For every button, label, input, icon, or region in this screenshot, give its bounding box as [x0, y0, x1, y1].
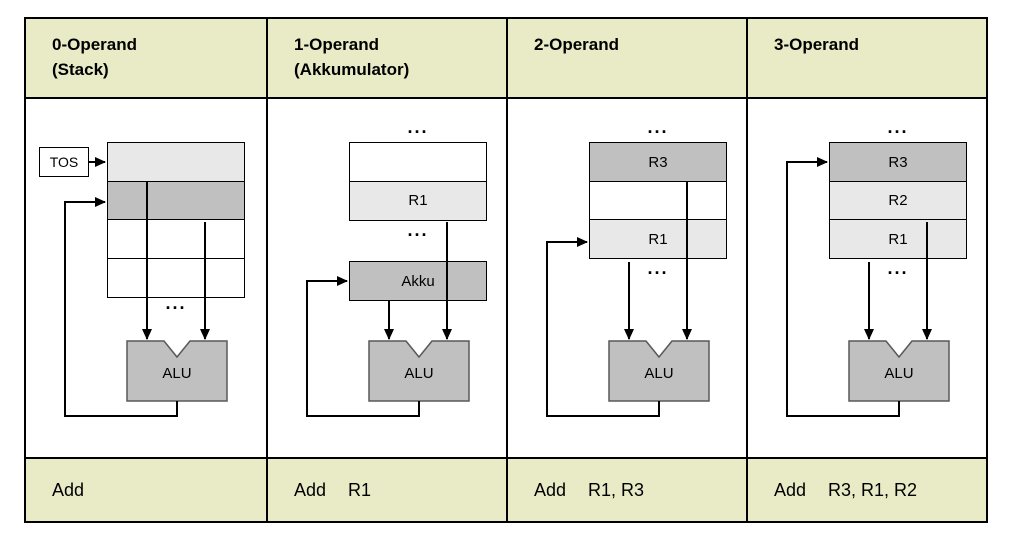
header-0-operand: 0-Operand (Stack) [26, 19, 266, 97]
register-row-r1: R1 [829, 219, 967, 259]
header-line1: 1-Operand [294, 35, 380, 54]
tos-label: TOS [49, 154, 79, 170]
register-row-r3: R3 [829, 142, 967, 182]
register-row-r2: R2 [829, 180, 967, 221]
ellipsis: ... [647, 258, 669, 278]
header-line1: 3-Operand [774, 35, 860, 54]
ellipsis: ... [887, 258, 909, 278]
register-label: R2 [888, 192, 908, 209]
ellipsis: ... [647, 117, 669, 137]
instruction-mnemonic: Add [534, 479, 567, 500]
stack-row [107, 219, 245, 259]
tos-box: TOS [39, 147, 89, 177]
diagram-0-operand-stack: TOS ... ALU [26, 97, 266, 457]
stack-row [107, 257, 245, 298]
register-row [589, 180, 727, 221]
stack-row-top [107, 142, 245, 182]
instruction-1-operand: Add R1 [266, 457, 506, 521]
register-label: R3 [648, 153, 668, 171]
register-row-r3: R3 [589, 142, 727, 182]
header-line1: 0-Operand [52, 35, 138, 54]
register-box: R3 R2 R1 [829, 142, 967, 259]
register-row [349, 142, 487, 182]
diagram-3-operand: R3 R2 R1 ... ... ALU [746, 97, 986, 457]
header-1-operand: 1-Operand (Akkumulator) [266, 19, 506, 97]
operand-architecture-table: 0-Operand (Stack) 1-Operand (Akkumulator… [24, 17, 988, 523]
alu-label: ALU [644, 364, 674, 382]
register-row-r1: R1 [589, 219, 727, 259]
instruction-mnemonic: Add [52, 479, 85, 500]
register-box: R1 [349, 142, 487, 221]
register-label: R1 [648, 230, 668, 248]
header-2-operand: 2-Operand [506, 19, 746, 97]
ellipsis: ... [407, 220, 429, 240]
instruction-3-operand: Add R3, R1, R2 [746, 457, 986, 521]
diagram-2-operand: R3 R1 ... ... ALU [506, 97, 746, 457]
register-label: R3 [888, 153, 908, 171]
alu-label: ALU [884, 364, 914, 382]
register-box: R3 R1 [589, 142, 727, 259]
instruction-operands: R1, R3 [588, 479, 645, 500]
header-3-operand: 3-Operand [746, 19, 986, 97]
instruction-operands: R1 [348, 479, 372, 500]
alu-label: ALU [404, 364, 434, 382]
ellipsis: ... [887, 117, 909, 137]
header-line2: (Stack) [52, 60, 109, 79]
akku-register: Akku [349, 261, 487, 301]
register-label: R1 [408, 192, 428, 209]
stack-register-box [107, 142, 245, 298]
alu-feedback-line [306, 276, 420, 417]
register-row-r1: R1 [349, 180, 487, 221]
instruction-mnemonic: Add [294, 479, 327, 500]
instruction-mnemonic: Add [774, 479, 807, 500]
header-line1: 2-Operand [534, 35, 620, 54]
header-line2: (Akkumulator) [294, 60, 410, 79]
diagram-1-operand-akkumulator: R1 Akku ... ... ALU [266, 97, 506, 457]
instruction-0-operand: Add [26, 457, 266, 521]
instruction-2-operand: Add R1, R3 [506, 457, 746, 521]
ellipsis: ... [407, 117, 429, 137]
register-label: R1 [888, 230, 908, 248]
instruction-operands: R3, R1, R2 [828, 479, 918, 500]
alu-label: ALU [162, 364, 192, 382]
stack-row-second [107, 180, 245, 221]
akku-label: Akku [401, 272, 435, 290]
ellipsis: ... [165, 293, 187, 313]
